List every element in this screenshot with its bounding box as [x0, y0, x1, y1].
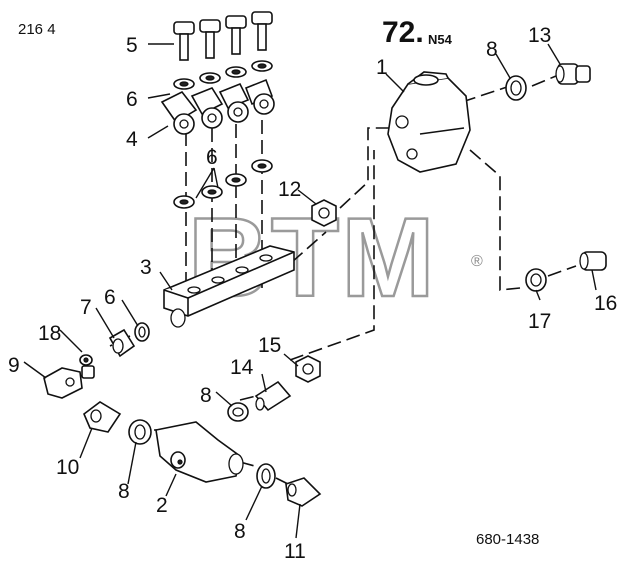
callout-9: 9: [8, 354, 20, 377]
distribution-block: [163, 245, 295, 328]
diagram-title: 72.: [382, 16, 424, 49]
callout-12: 12: [278, 178, 301, 201]
sealing-ring-left: [134, 322, 150, 342]
callout-16: 16: [594, 292, 617, 315]
callout-6-middle: 6: [206, 146, 218, 169]
watermark-registered-mark: ®: [471, 253, 483, 270]
hex-nut-lower: [295, 355, 321, 383]
washer-set-upper: [173, 60, 273, 90]
callout-1: 1: [376, 56, 388, 79]
t-piece-connector: [155, 421, 244, 483]
callout-3: 3: [140, 256, 152, 279]
sealing-ring-right: [525, 268, 547, 292]
union-fitting-middle: [254, 380, 292, 412]
callout-2: 2: [156, 494, 168, 517]
sealing-ring-bottom: [256, 463, 276, 489]
washer-set-lower: [173, 159, 273, 209]
callout-8-bottom: 8: [234, 520, 246, 543]
callout-11: 11: [284, 540, 306, 563]
callout-6-left: 6: [104, 286, 116, 309]
callout-10: 10: [56, 456, 79, 479]
hex-nut: [311, 199, 337, 227]
small-washer-left: [79, 354, 93, 366]
bolt-set: [173, 11, 273, 61]
leader-lines: [23, 43, 597, 539]
callout-18: 18: [38, 322, 61, 345]
callout-8-top: 8: [486, 38, 498, 61]
callout-5: 5: [126, 34, 138, 57]
page-code: 216 4: [18, 21, 56, 38]
callout-15: 15: [258, 334, 281, 357]
valve-housing: [387, 71, 471, 173]
plug-right: [579, 251, 607, 271]
callout-4: 4: [126, 128, 138, 151]
callout-7: 7: [80, 296, 92, 319]
banjo-fitting-set: [160, 78, 275, 135]
diagram-title-suffix: N54: [428, 32, 453, 47]
elbow-fitting: [43, 365, 95, 399]
drawing-reference: 680-1438: [476, 531, 539, 548]
union-fitting-left: [108, 328, 136, 358]
sealing-ring-lower-left: [128, 419, 152, 445]
sealing-ring-top: [505, 75, 527, 101]
callout-17: 17: [528, 310, 551, 333]
union-fitting-lower-left: [83, 401, 122, 433]
callout-8-middle: 8: [200, 384, 212, 407]
callout-13: 13: [528, 24, 551, 47]
union-fitting-bottom: [285, 477, 322, 507]
union-fitting-top: [555, 63, 591, 85]
callout-8-left: 8: [118, 480, 130, 503]
callout-labels: 1 2 3 4 5 6 6 6 7 8 8 8 8 9 10 11 12 13 …: [8, 24, 617, 563]
sealing-ring-middle: [227, 402, 249, 422]
callout-6-upper: 6: [126, 88, 138, 111]
callout-14: 14: [230, 356, 254, 379]
